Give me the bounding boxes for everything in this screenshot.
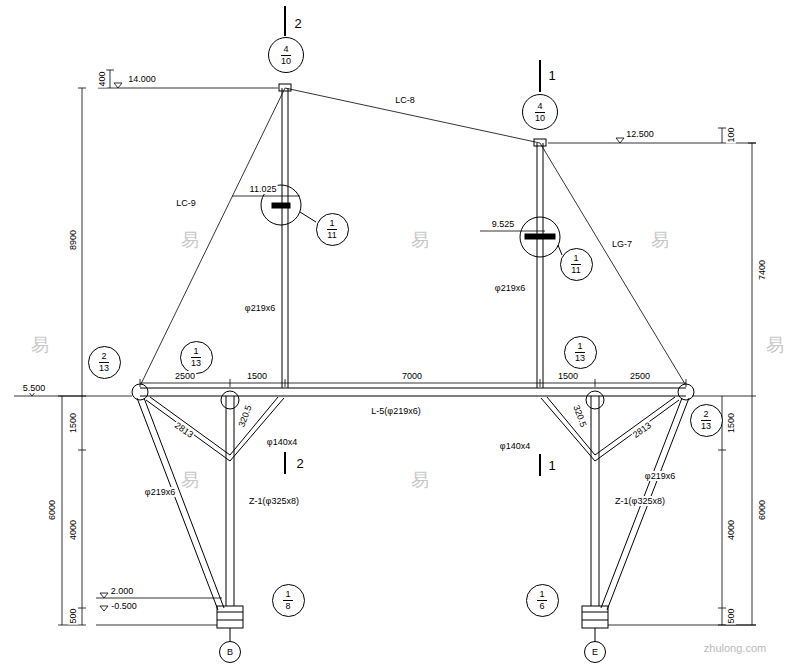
level-text: 2.000	[110, 586, 135, 596]
watermark: 易	[410, 230, 430, 250]
cable	[141, 88, 685, 384]
sheet-number: 11	[325, 230, 338, 240]
detail-number: 1	[575, 341, 584, 353]
detail-callout: 16	[526, 584, 559, 617]
dimension-text: 320.5	[236, 403, 254, 429]
member-label: φ219x6	[644, 471, 676, 481]
watermark: 易	[410, 470, 430, 490]
dimension-text: 500	[726, 607, 736, 624]
sheet-number: 11	[569, 265, 582, 275]
detail-callout: 410	[522, 94, 558, 130]
sheet-number: 6	[537, 601, 546, 611]
dimension-text: 4000	[68, 519, 78, 541]
dimension-text: 2500	[174, 371, 196, 381]
section-number: 1	[547, 459, 556, 473]
detail-callout: 213	[690, 404, 723, 437]
dimension-text: 6000	[757, 499, 767, 521]
detail-callout: 111	[560, 248, 593, 281]
detail-callout: 410	[268, 37, 304, 73]
member-label: φ219x6	[244, 303, 276, 313]
sheet-number: 10	[533, 113, 547, 123]
detail-number: 1	[191, 346, 200, 358]
member-label: Z-1(φ325x8)	[614, 496, 666, 506]
detail-number: 4	[281, 44, 290, 56]
dimension-text: 320.5	[571, 403, 589, 429]
detail-callout: 113	[564, 336, 597, 369]
dimension-text: 1500	[246, 371, 268, 381]
dimension-text: 2500	[629, 371, 651, 381]
watermark: 易	[180, 470, 200, 490]
level-text: 12.500	[625, 129, 655, 139]
watermark: 易	[180, 230, 200, 250]
member-label: Z-1(φ325x8)	[248, 496, 300, 506]
level-text: -0.500	[110, 601, 138, 611]
member-label: LC-8	[394, 95, 416, 105]
detail-circle	[261, 185, 562, 257]
watermark: 易	[30, 335, 50, 355]
detail-number: 2	[99, 351, 108, 363]
dimension-text: 1500	[68, 412, 78, 434]
sheet-number: 13	[573, 353, 587, 363]
section-mark	[285, 6, 540, 476]
level-text: 9.525	[491, 219, 516, 229]
sheet-number: 10	[279, 56, 293, 66]
axis-label: E	[590, 647, 600, 657]
sheet-number: 8	[283, 601, 292, 611]
member-label: φ219x6	[494, 283, 526, 293]
dimension-text: 2813	[172, 420, 196, 441]
sheet-number: 13	[699, 421, 713, 431]
level-text: 5.500	[22, 383, 47, 393]
dimension-text: 4000	[726, 519, 736, 541]
member-label: L-5(φ219x6)	[370, 406, 421, 416]
dimension-text: 1500	[557, 371, 579, 381]
dimension-text: 2813	[630, 420, 654, 441]
strut	[146, 397, 679, 461]
upper-column	[282, 88, 543, 388]
member-label: φ219x6	[144, 487, 176, 497]
section-number: 2	[293, 17, 302, 31]
joint	[132, 84, 694, 409]
detail-callout: 111	[316, 213, 349, 246]
section-number: 1	[547, 69, 556, 83]
dimension-text: 7400	[757, 259, 767, 281]
beam	[140, 388, 686, 396]
detail-number: 1	[537, 589, 546, 601]
member-label: φ140x4	[499, 441, 531, 451]
sheet-number: 13	[189, 358, 203, 368]
dimension-text: 6000	[47, 499, 57, 521]
detail-callout: 18	[272, 584, 305, 617]
detail-number: 2	[701, 409, 710, 421]
detail-number: 1	[283, 589, 292, 601]
level-text: 14.000	[127, 74, 157, 84]
detail-callout: 113	[180, 341, 213, 374]
axis-label: B	[225, 647, 235, 657]
detail-number: 4	[535, 101, 544, 113]
section-number: 2	[295, 457, 304, 471]
member-label: LC-9	[175, 198, 197, 208]
dimension-text: 500	[68, 607, 78, 624]
inclined-brace	[137, 398, 689, 610]
lower-column	[226, 396, 599, 606]
dimension-text: 100	[726, 126, 736, 143]
sheet-number: 13	[97, 363, 111, 373]
dimension-text: 8900	[68, 229, 78, 251]
member-label: LG-7	[611, 239, 633, 249]
dimension-text: 400	[97, 70, 107, 87]
level-text: 11.025	[249, 184, 278, 194]
detail-callout: 213	[88, 346, 121, 379]
level-mark	[14, 83, 756, 625]
axis-bubble: B	[219, 641, 241, 663]
dimension-text: 7000	[401, 371, 423, 381]
detail-number: 1	[327, 218, 336, 230]
axis-bubble: E	[584, 641, 606, 663]
dimension-text: 1500	[726, 412, 736, 434]
detail-number: 1	[571, 253, 580, 265]
member-label: φ140x4	[266, 437, 298, 447]
watermark: zhulong.com	[703, 642, 767, 654]
watermark: 易	[650, 230, 670, 250]
dimension-line	[58, 70, 756, 625]
watermark: 易	[765, 335, 785, 355]
